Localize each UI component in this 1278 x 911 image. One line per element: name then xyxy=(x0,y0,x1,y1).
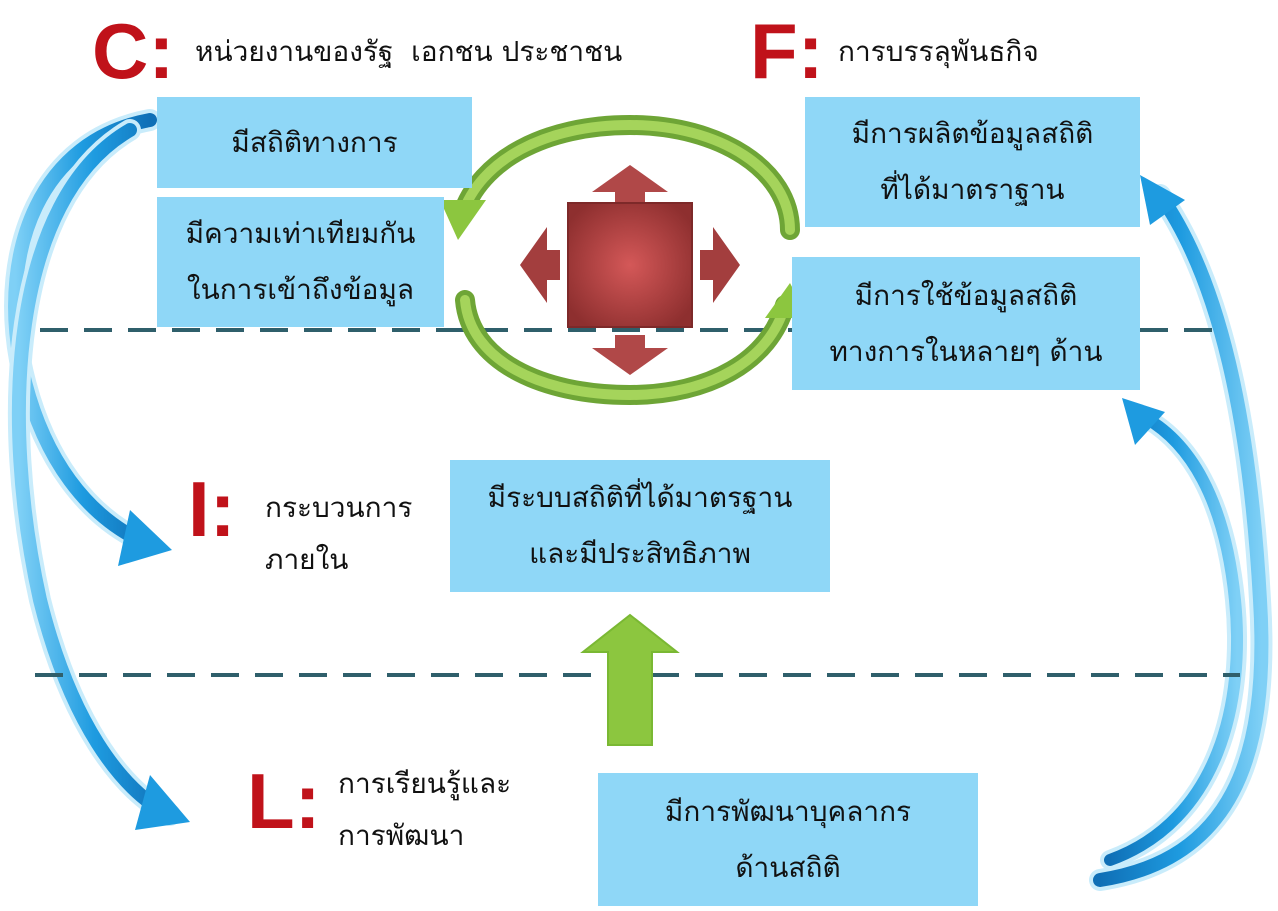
green-up-arrow xyxy=(580,613,680,746)
box-standard-production-line2: ที่ได้มาตราฐาน xyxy=(880,173,1065,206)
center-four-way-arrow xyxy=(520,165,740,375)
perspective-c-label: หน่วยงานของรัฐ เอกชน ประชาชน xyxy=(195,35,623,68)
box-official-statistics-text: มีสถิติทางการ xyxy=(231,125,398,159)
box-personnel-development-line1: มีการพัฒนาบุคลากร xyxy=(664,794,912,828)
perspective-i-label-line2: ภายใน xyxy=(265,543,349,576)
perspective-f-label: การบรรลุพันธกิจ xyxy=(838,35,1039,68)
box-official-statistics: มีสถิติทางการ xyxy=(157,97,472,188)
box-equal-access-line1: มีความเท่าเทียมกัน xyxy=(185,217,416,250)
right-blue-arrows xyxy=(1089,175,1273,891)
perspective-i-label-line1: กระบวนการ xyxy=(265,491,413,524)
box-statistics-usage-line1: มีการใช้ข้อมูลสถิติ xyxy=(854,278,1078,312)
left-blue-arrows xyxy=(4,109,190,830)
box-statistical-system-line2: และมีประสิทธิภาพ xyxy=(529,537,751,570)
perspective-l-label-line1: การเรียนรู้และ xyxy=(338,767,512,800)
box-equal-access-line2: ในการเข้าถึงข้อมูล xyxy=(186,273,415,306)
box-personnel-development-line2: ด้านสถิติ xyxy=(735,850,841,884)
box-statistical-system-line1: มีระบบสถิติที่ได้มาตรฐาน xyxy=(487,481,793,514)
box-standard-production: มีการผลิตข้อมูลสถิติ ที่ได้มาตราฐาน xyxy=(805,97,1140,227)
box-statistical-system: มีระบบสถิติที่ได้มาตรฐาน และมีประสิทธิภา… xyxy=(450,460,830,592)
box-statistics-usage-line2: ทางการในหลายๆ ด้าน xyxy=(829,334,1103,368)
box-standard-production-line1: มีการผลิตข้อมูลสถิติ xyxy=(851,117,1094,150)
box-personnel-development: มีการพัฒนาบุคลากร ด้านสถิติ xyxy=(598,773,978,906)
perspective-i-letter: I: xyxy=(188,465,236,553)
perspective-i-label: กระบวนการ ภายใน xyxy=(265,482,412,586)
perspective-c-letter: C: xyxy=(92,7,175,95)
perspective-l-letter: L: xyxy=(247,757,321,845)
perspective-l-label: การเรียนรู้และ การพัฒนา xyxy=(338,758,511,862)
perspective-l-label-line2: การพัฒนา xyxy=(338,819,465,852)
green-cycle-arrows xyxy=(440,114,808,406)
box-statistics-usage: มีการใช้ข้อมูลสถิติ ทางการในหลายๆ ด้าน xyxy=(792,257,1140,390)
perspective-f-letter: F: xyxy=(750,7,824,95)
box-equal-access: มีความเท่าเทียมกัน ในการเข้าถึงข้อมูล xyxy=(157,197,444,327)
